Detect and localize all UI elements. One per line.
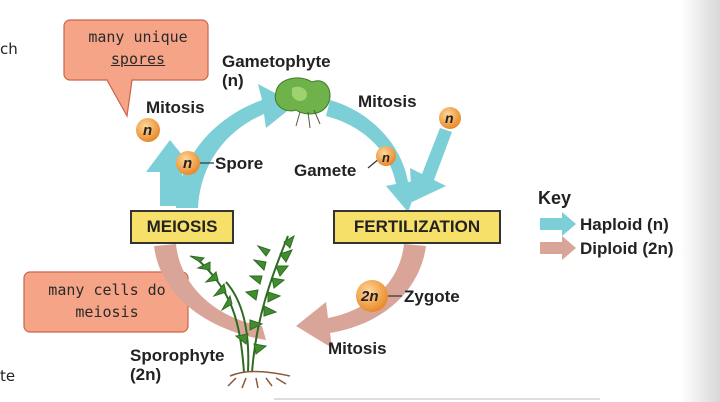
gametophyte-illustration xyxy=(274,77,331,129)
mitosis-right-label: Mitosis xyxy=(358,92,417,111)
mitosis-left-label: Mitosis xyxy=(146,98,205,117)
key-haploid-label: Haploid (n) xyxy=(580,215,669,234)
meiosis-up-arrow xyxy=(146,140,196,206)
spore-n: n xyxy=(183,155,193,172)
gamete-n: n xyxy=(382,150,390,165)
key-diploid-arrow xyxy=(540,236,576,260)
mitosis-bottom-label: Mitosis xyxy=(328,339,387,358)
sporophyte-name: Sporophyte xyxy=(130,346,225,365)
callout-meiosis-bubble xyxy=(23,271,189,333)
gametophyte-label: Gametophyte (n) xyxy=(222,52,331,90)
callout-spores-bubble xyxy=(63,19,209,118)
sperm-n: n xyxy=(445,110,454,126)
spore-circle xyxy=(176,151,200,175)
released-spore-n: n xyxy=(143,122,153,139)
zygote-circle xyxy=(356,280,388,312)
meiosis-box: MEIOSIS xyxy=(130,210,234,244)
sporophyte-label: Sporophyte (2n) xyxy=(130,346,224,384)
gametophyte-ploidy: (n) xyxy=(222,71,244,90)
sporophyte-ploidy: (2n) xyxy=(130,365,162,384)
spore-label: Spore xyxy=(215,154,264,173)
gamete-label: Gamete xyxy=(294,161,357,180)
fertilization-box: FERTILIZATION xyxy=(333,210,501,244)
diploid-arc-left xyxy=(154,244,266,340)
zygote-2n: 2n xyxy=(361,288,379,305)
sperm-circle xyxy=(439,107,461,129)
diploid-arc-right xyxy=(296,244,426,348)
callout-meiosis-line2: meiosis xyxy=(75,303,139,321)
sporophyte-fern-illustration xyxy=(189,234,295,373)
gamete-circle xyxy=(376,146,396,166)
roots-illustration xyxy=(227,370,291,389)
callout-spores-text: many unique spores xyxy=(68,26,208,70)
key-haploid-arrow xyxy=(540,212,576,236)
haploid-arc-left xyxy=(176,84,296,208)
sperm-arrow xyxy=(410,128,452,202)
callout-spores-line1: many unique xyxy=(88,28,188,46)
key-title: Key xyxy=(538,188,572,208)
zygote-label: Zygote xyxy=(404,287,460,306)
callout-spores-line2: spores xyxy=(110,50,166,68)
released-spore-circle xyxy=(136,118,160,142)
clipped-text-top-left: ch xyxy=(0,40,18,58)
callout-meiosis-text: many cells do meiosis xyxy=(28,279,186,323)
right-edge-shadow xyxy=(680,0,720,402)
haploid-arc-right xyxy=(326,100,420,212)
callout-meiosis-line1: many cells do xyxy=(48,281,166,299)
gametophyte-name: Gametophyte xyxy=(222,52,331,71)
key-diploid-label: Diploid (2n) xyxy=(580,239,674,258)
clipped-text-bottom-left: te xyxy=(0,367,16,385)
